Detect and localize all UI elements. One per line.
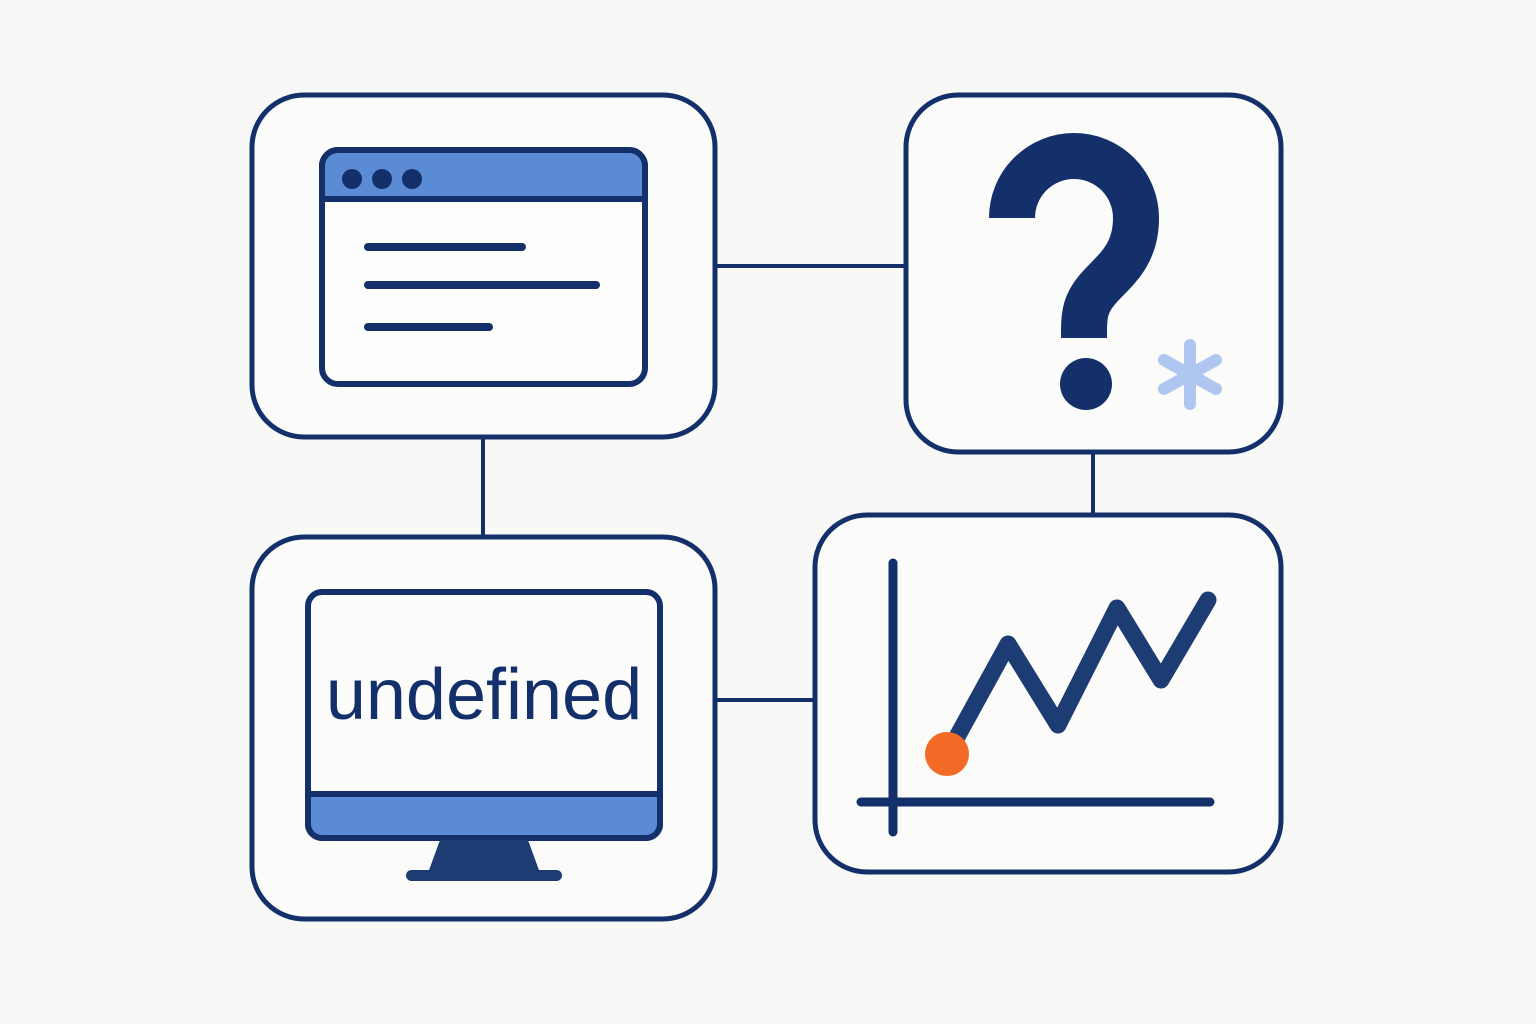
browser-window-panel[interactable] xyxy=(249,92,718,440)
browser-dot-3[interactable] xyxy=(402,169,422,189)
browser-window-icon xyxy=(319,147,648,387)
question-mark-hook xyxy=(989,133,1159,353)
connector-group xyxy=(481,264,1095,702)
browser-dot-1[interactable] xyxy=(342,169,362,189)
desktop-monitor-icon: undefined xyxy=(305,589,663,881)
question-mark-icon xyxy=(989,133,1159,410)
monitor-screen-text: undefined xyxy=(326,655,642,735)
chart-data-line xyxy=(938,591,1217,764)
monitor-panel[interactable]: undefined xyxy=(249,534,718,922)
question-mark-panel[interactable] xyxy=(903,92,1284,455)
line-chart-icon xyxy=(856,558,1217,837)
line-chart-panel[interactable] xyxy=(812,512,1284,875)
monitor-stand-neck xyxy=(428,840,540,873)
browser-dot-2[interactable] xyxy=(372,169,392,189)
chart-start-marker[interactable] xyxy=(925,732,969,776)
browser-titlebar xyxy=(319,147,648,202)
question-mark-dot xyxy=(1060,358,1112,410)
monitor-stand-foot xyxy=(406,870,562,881)
asterisk-icon xyxy=(1158,339,1222,410)
monitor-chin-bar xyxy=(305,791,663,841)
